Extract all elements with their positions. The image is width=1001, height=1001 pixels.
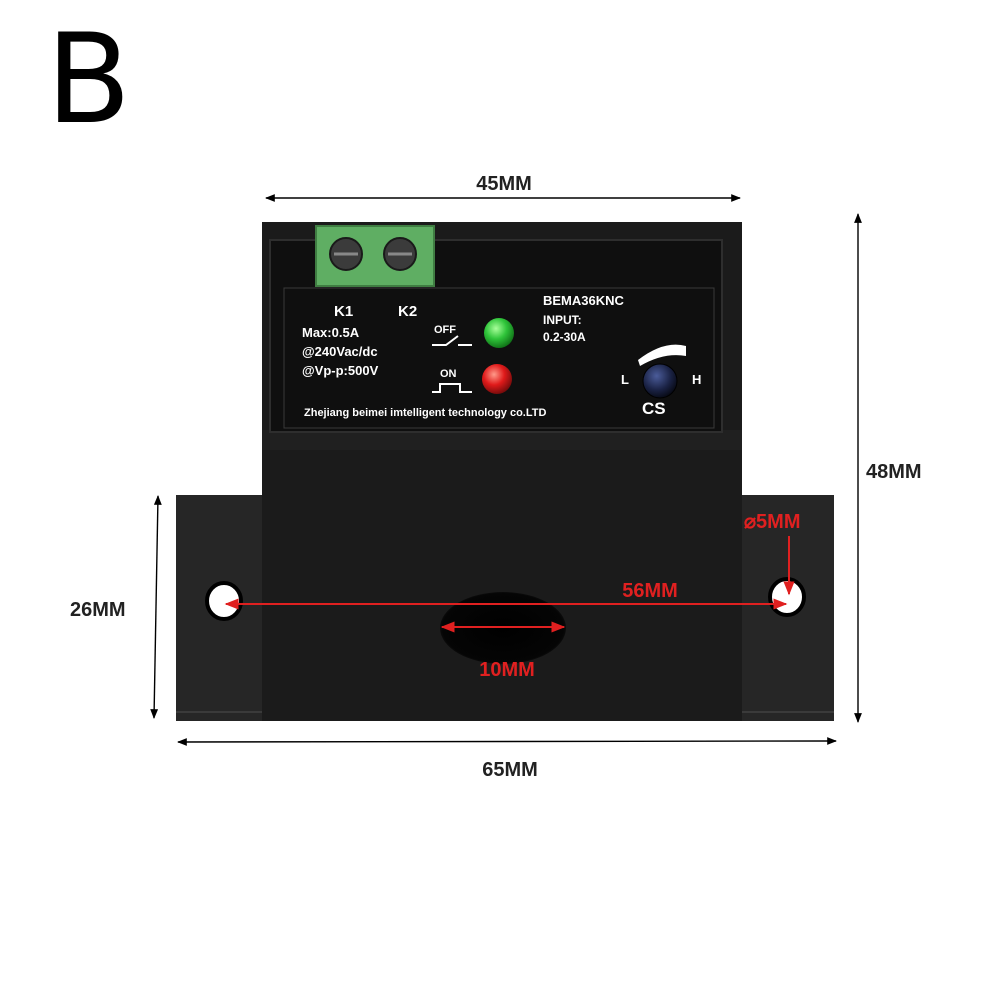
spec-line-1: Max:0.5A [302,325,360,340]
relay-symbols [432,335,472,393]
mounting-hole-right [768,577,806,617]
label-bottom-width: 65MM [482,759,538,781]
panel-letter: B [46,8,132,152]
knob-low-label: L [621,372,629,387]
dim-line-flange-height [150,495,162,719]
led-red [482,364,512,394]
label-aperture: 10MM [479,659,535,681]
spec-line-2: @240Vac/dc [302,344,378,359]
label-flange-height: 26MM [70,599,126,621]
dim-line-bottom-width [177,737,837,746]
label-top-width: 45MM [476,173,532,195]
knob-name-label: CS [642,399,666,418]
terminal-block [315,225,435,287]
mounting-hole-left [205,581,243,621]
spec-line-3: @Vp-p:500V [302,363,379,378]
manufacturer-label: Zhejiang beimei imtelligent technology c… [304,407,546,419]
knob-range-wedge [638,344,686,366]
normally-open-symbol [432,335,472,346]
input-range: 0.2-30A [543,330,586,344]
model-label: BEMA36KNC [543,293,625,308]
label-hole-spacing: 56MM [622,580,678,602]
red-dimension-lines [224,536,795,633]
pulse-symbol [432,383,472,393]
label-height: 48MM [866,461,922,483]
off-label: OFF [434,324,456,336]
cs-knob[interactable] [642,363,678,399]
dimension-lines [150,194,862,746]
terminal-label-k2: K2 [398,303,417,320]
panel-labels: K1 K2 Max:0.5A @240Vac/dc @Vp-p:500V OFF… [302,293,701,419]
on-label: ON [440,368,457,380]
terminal-label-k1: K1 [334,303,353,320]
knob-high-label: H [692,372,701,387]
dimension-labels: 45MM 48MM 26MM 65MM 56MM ⌀5MM 10MM [70,173,922,781]
led-green [484,318,514,348]
input-label: INPUT: [543,313,582,327]
label-hole-diameter: ⌀5MM [744,511,800,533]
